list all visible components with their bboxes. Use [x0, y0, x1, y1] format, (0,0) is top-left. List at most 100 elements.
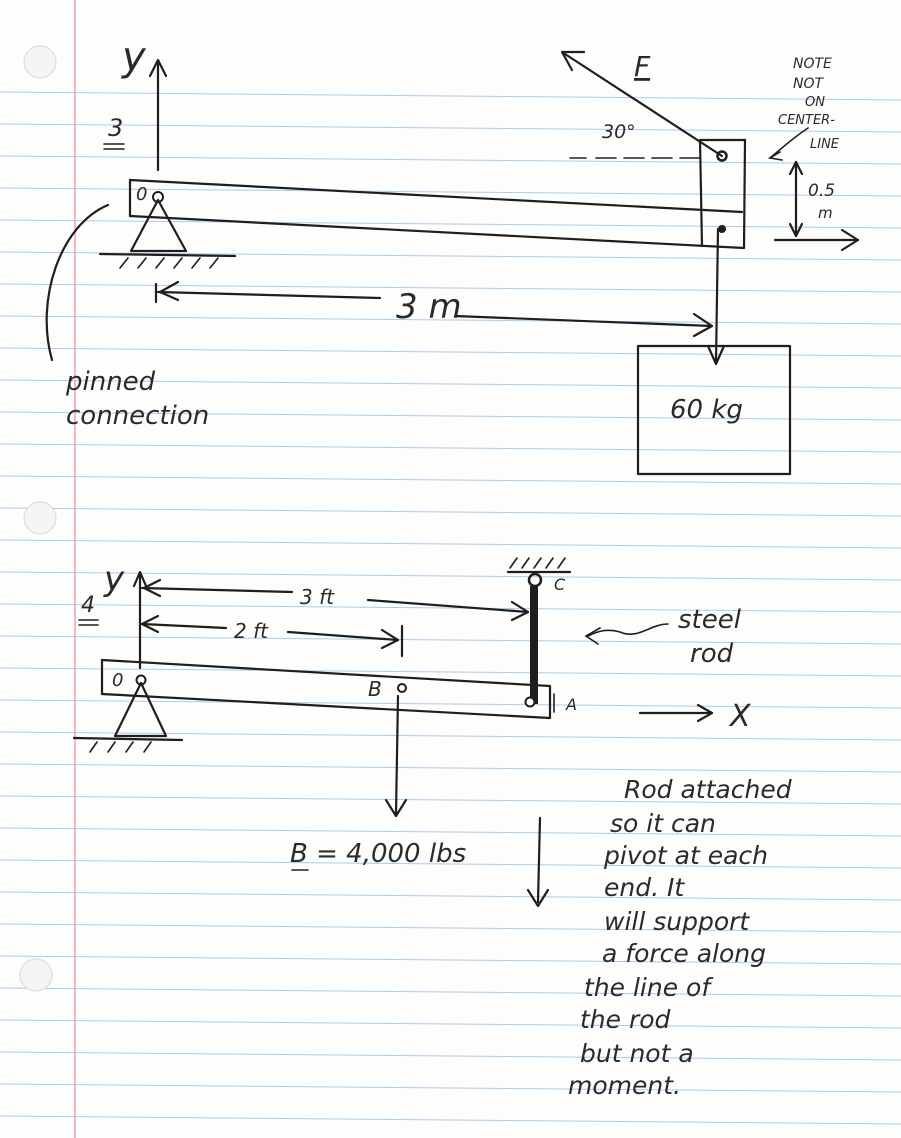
p3-force-vector [563, 52, 724, 158]
p3-force-label: F [634, 50, 651, 83]
p3-bracket-right [742, 138, 747, 250]
p4-steel-rod [530, 586, 538, 704]
ruled-line [0, 955, 901, 965]
p4-point-b-label: B [368, 677, 382, 701]
punch-hole-bottom [19, 958, 53, 992]
p4-rod-label-pointer-head [584, 627, 601, 645]
p4-y-axis-label: y [103, 559, 125, 599]
ruled-line [0, 923, 901, 933]
p3-offset-value: 0.5 [808, 181, 835, 201]
p4-load-label: B = 4,000 lbs [290, 839, 466, 869]
ruled-line [0, 155, 901, 165]
p4-dim-3ft-left [140, 586, 294, 594]
p3-note-pointer-head [767, 151, 783, 161]
p4-dim-2ft-arrow-left [140, 614, 160, 634]
ruled-line [0, 827, 901, 837]
ruled-line [0, 315, 901, 325]
ruled-line [0, 603, 901, 613]
ruled-line [0, 187, 901, 197]
p4-ground-hatch [89, 741, 152, 753]
p4-note-line-1: Rod attached [624, 775, 792, 804]
ruled-line [0, 763, 901, 773]
ruled-line [0, 379, 901, 389]
p4-dim-3ft-arrow-left [142, 578, 162, 598]
p3-force-arrowhead [560, 50, 586, 72]
ruled-line [0, 859, 901, 869]
p4-dim-2ft-left [140, 622, 228, 630]
p4-note-line-6: a force along [602, 939, 766, 968]
p4-y-axis-arrowhead [132, 570, 148, 588]
p4-x-axis-label: X [728, 699, 752, 734]
ruled-line [0, 667, 901, 677]
p3-angle-label: 30° [602, 121, 636, 143]
p3-hanger-cable [714, 227, 720, 364]
ruled-line [0, 891, 901, 901]
ruled-line [0, 1083, 901, 1093]
p4-dim-2ft-right [286, 630, 400, 642]
p3-pin-support-triangle [129, 198, 188, 253]
p4-load-b-arrowhead [384, 798, 408, 818]
p3-beam-top [128, 178, 744, 214]
p3-note-line-3: ON [805, 95, 825, 110]
problem-3-number: 3 [108, 114, 123, 142]
ruled-line [0, 699, 901, 709]
ruled-line [0, 1051, 901, 1061]
p3-hanger-arrowhead [706, 344, 726, 366]
ruled-line [0, 475, 901, 485]
ruled-line [0, 251, 901, 261]
p3-x-axis-arrowhead [840, 228, 860, 252]
p3-span-dim-arrow-right [692, 312, 714, 338]
p4-rod-label-pointer [587, 623, 669, 637]
ruled-line [0, 1115, 901, 1125]
punch-hole-middle [23, 501, 57, 535]
p4-note-line-5: will support [604, 907, 750, 936]
ruled-lines [0, 91, 901, 1125]
p3-span-label: 3 m [396, 287, 462, 327]
p3-offset-dim-arrow-top [788, 160, 804, 176]
p4-pin-support-triangle [113, 681, 168, 738]
p4-ground-line [72, 736, 184, 742]
p3-span-dim-right [453, 314, 714, 328]
p4-note-line-3: pivot at each [603, 841, 768, 870]
p4-dim-2ft-label: 2 ft [234, 619, 269, 643]
p4-rod-label-2: rod [690, 639, 734, 669]
ruled-line [0, 347, 901, 357]
p3-pinned-callout-curve [45, 203, 110, 362]
p4-point-a-label: A [565, 695, 577, 714]
p3-hanger-point [718, 225, 726, 233]
p3-mass-box [636, 344, 792, 476]
p4-note-line-7: the line of [584, 973, 713, 1002]
p3-note-pointer [769, 127, 809, 159]
punch-hole-top [23, 45, 57, 79]
p3-note-line-4: CENTER- [778, 113, 835, 128]
p4-note-line-8: the rod [580, 1005, 671, 1034]
p4-load-direction-arrowhead [526, 888, 550, 908]
p4-note-line-10: moment. [568, 1071, 681, 1100]
p4-note-line-4: end. It [604, 873, 685, 902]
problem-3: 3 y 0 F 30° NOTE NOT ON C [45, 34, 860, 476]
ruled-line [0, 1019, 901, 1029]
ruled-line [0, 731, 901, 741]
ruled-line [0, 795, 901, 805]
p3-note-line-1: NOTE [793, 56, 832, 72]
p3-span-dim-left [156, 290, 382, 300]
p3-note-line-2: NOT [793, 76, 824, 92]
p3-pinned-label-1: pinned [65, 367, 156, 397]
ruled-line [0, 539, 901, 549]
ruled-line [0, 571, 901, 581]
p4-dim-3ft-arrow-right [510, 600, 530, 622]
ruled-line [0, 987, 901, 997]
ruled-line [0, 219, 901, 229]
p4-beam-top [100, 658, 552, 688]
p4-pin-c [527, 572, 543, 588]
p3-ground-hatch [119, 257, 219, 269]
p4-load-b-vector [394, 694, 400, 816]
p4-load-direction [536, 816, 542, 904]
p4-point-c-label: C [554, 575, 566, 594]
ruled-line [0, 635, 901, 645]
p3-pinned-label-2: connection [66, 401, 209, 431]
ruled-line [0, 91, 901, 101]
p4-x-axis-arrowhead [696, 703, 714, 723]
p3-y-axis-arrowhead [148, 58, 168, 78]
